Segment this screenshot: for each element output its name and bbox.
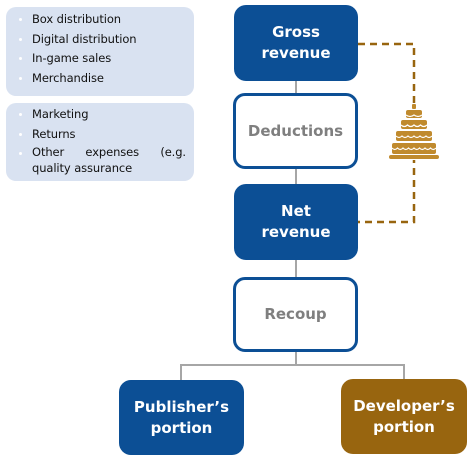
recoup-label: Recoup [264, 305, 327, 323]
gross-revenue-box: Gross revenue [234, 5, 358, 81]
deductions-label: Deductions [247, 121, 344, 140]
deductions-box: Deductions [233, 93, 358, 169]
deductions-list: Marketing Returns Other expenses (e.g. q… [6, 105, 194, 176]
revenue-source-item: Merchandise [6, 69, 194, 89]
publishers-portion-box: Publisher’s portion [119, 380, 244, 455]
net-revenue-label: Net revenue [261, 202, 331, 241]
deductions-panel: Marketing Returns Other expenses (e.g. q… [6, 103, 194, 181]
revenue-source-item: Box distribution [6, 10, 194, 30]
publishers-portion-label: Publisher’s portion [133, 397, 230, 437]
revenue-sources-list: Box distribution Digital distribution In… [6, 10, 194, 88]
developers-portion-box: Developer’s portion [341, 379, 467, 454]
deduction-item: Other expenses (e.g. quality assurance [6, 144, 194, 176]
revenue-source-item: Digital distribution [6, 30, 194, 50]
recoup-box: Recoup [233, 277, 358, 352]
deduction-item: Marketing [6, 105, 194, 125]
developers-portion-label: Developer’s portion [353, 396, 455, 436]
layered-cake-icon [389, 104, 439, 160]
gross-revenue-label: Gross revenue [261, 23, 331, 62]
deduction-item: Returns [6, 125, 194, 145]
revenue-sources-panel: Box distribution Digital distribution In… [6, 7, 194, 96]
revenue-source-item: In-game sales [6, 49, 194, 69]
net-revenue-box: Net revenue [234, 184, 358, 260]
